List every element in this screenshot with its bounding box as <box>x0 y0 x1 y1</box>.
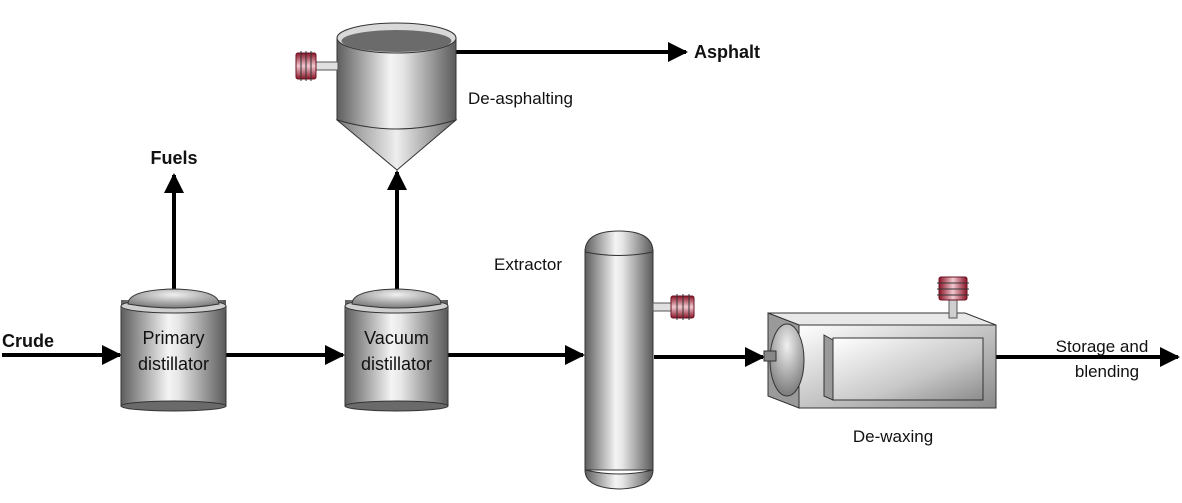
dewaxing-unit: De-waxing <box>763 276 997 446</box>
vacuum-distillator-label-2: distillator <box>361 354 432 374</box>
primary-distillator-bottom <box>120 400 227 412</box>
deasphalting-heater-pipe <box>315 61 339 71</box>
primary-distillator: Primary distillator <box>120 288 227 412</box>
stream-label-storage-1: Storage and <box>1056 337 1149 356</box>
primary-distillator-body <box>120 305 227 407</box>
vacuum-distillator-body <box>344 305 449 407</box>
primary-distillator-label-2: distillator <box>138 354 209 374</box>
dewaxing-panel <box>832 337 984 401</box>
deasphalting-body <box>336 37 457 130</box>
dewaxing-top-face <box>767 312 997 326</box>
extractor-column: Extractor <box>494 230 695 490</box>
vacuum-distillator-bottom <box>344 400 449 412</box>
stream-label-crude: Crude <box>2 331 54 351</box>
stream-label-storage-2: blending <box>1075 362 1139 381</box>
extractor-bottom-dome <box>584 469 654 490</box>
dewaxing-heater-pipe <box>948 299 958 319</box>
deasphalting-tank: De-asphalting <box>295 22 573 171</box>
stream-label-fuels: Fuels <box>150 148 197 168</box>
extractor-body <box>584 249 654 471</box>
vacuum-distillator-label-1: Vacuum <box>364 328 429 348</box>
vacuum-distillator-dome <box>351 288 442 309</box>
vacuum-distillator: Vacuum distillator <box>344 288 449 412</box>
extractor-heater-pipe <box>652 302 672 312</box>
deasphalting-liquid <box>341 30 452 52</box>
primary-distillator-dome <box>127 288 220 309</box>
dewaxing-label: De-waxing <box>853 427 933 446</box>
deasphalting-label: De-asphalting <box>468 89 573 108</box>
primary-distillator-label-1: Primary <box>143 328 205 348</box>
stream-label-asphalt: Asphalt <box>694 42 760 62</box>
dewaxing-door-handle <box>763 350 777 362</box>
extractor-label: Extractor <box>494 255 562 274</box>
extractor-top-dome <box>584 230 654 256</box>
